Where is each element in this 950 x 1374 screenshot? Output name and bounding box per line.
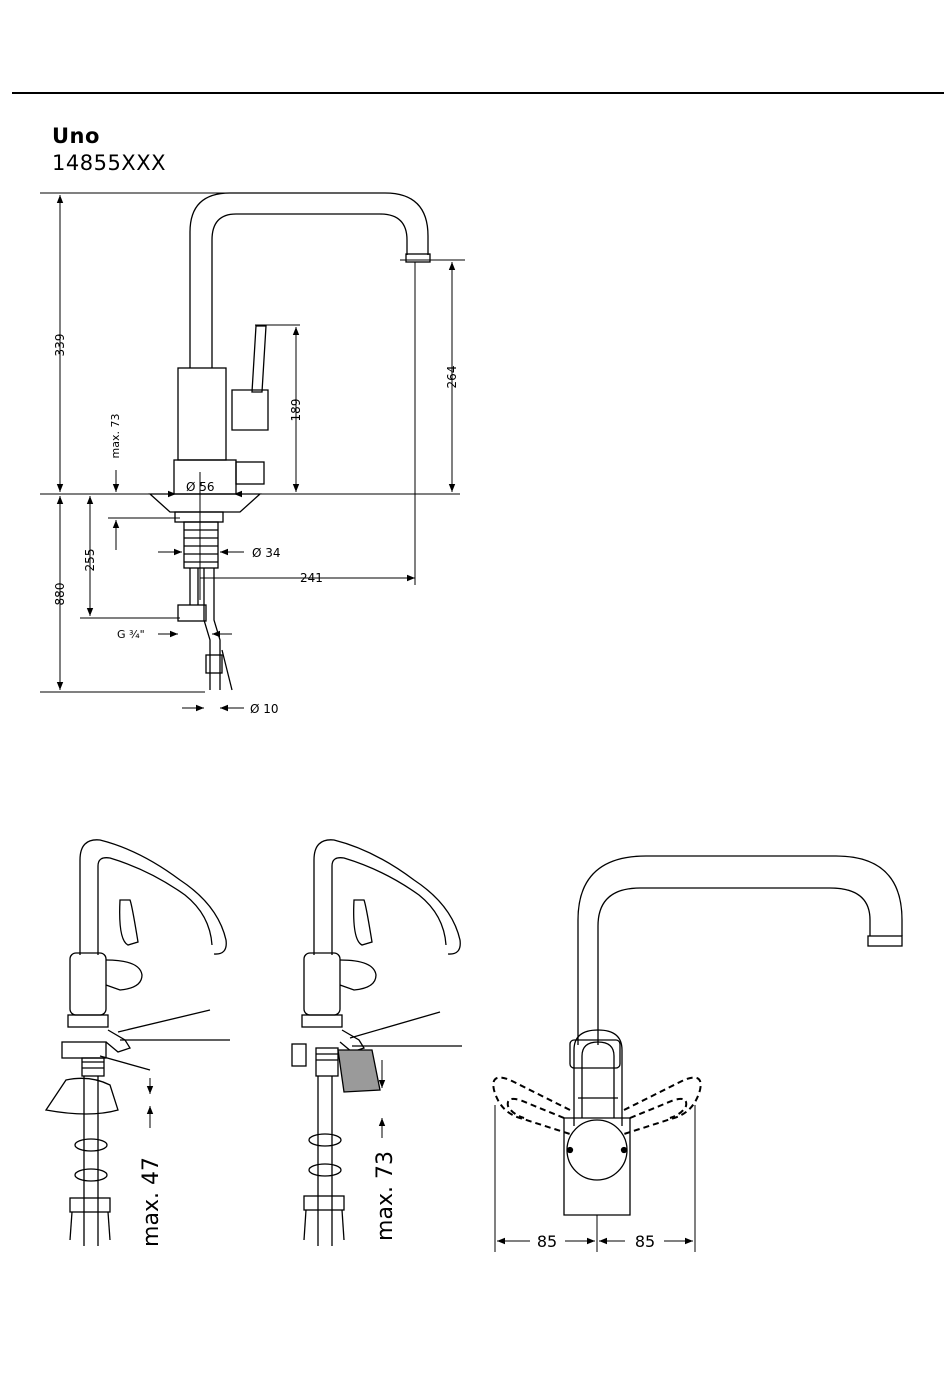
dim-hose-diameter: Ø 10 <box>250 702 279 716</box>
front-swing-right: 85 <box>635 1232 655 1251</box>
dim-thread: G ¾" <box>117 628 145 641</box>
dim-max-counter: max. 73 <box>109 414 122 459</box>
side-view-faucet <box>150 193 430 690</box>
install-middle-label: max. 73 <box>373 1151 398 1241</box>
front-swing-left: 85 <box>537 1232 557 1251</box>
dim-reach: 241 <box>300 571 323 585</box>
dim-base-diameter: Ø 56 <box>186 480 215 494</box>
dim-hose-length: 880 <box>53 583 67 606</box>
dim-shank-diameter: Ø 34 <box>252 546 281 560</box>
install-left-label: max. 47 <box>139 1157 164 1247</box>
side-view-dimensions <box>40 193 465 708</box>
install-view-left <box>46 840 230 1246</box>
dim-spout-height: 264 <box>445 366 459 389</box>
front-view-faucet <box>564 856 902 1215</box>
dim-total-height: 339 <box>53 334 67 357</box>
dim-shank-length: 255 <box>83 549 97 572</box>
dim-lever-height: 189 <box>289 399 303 422</box>
